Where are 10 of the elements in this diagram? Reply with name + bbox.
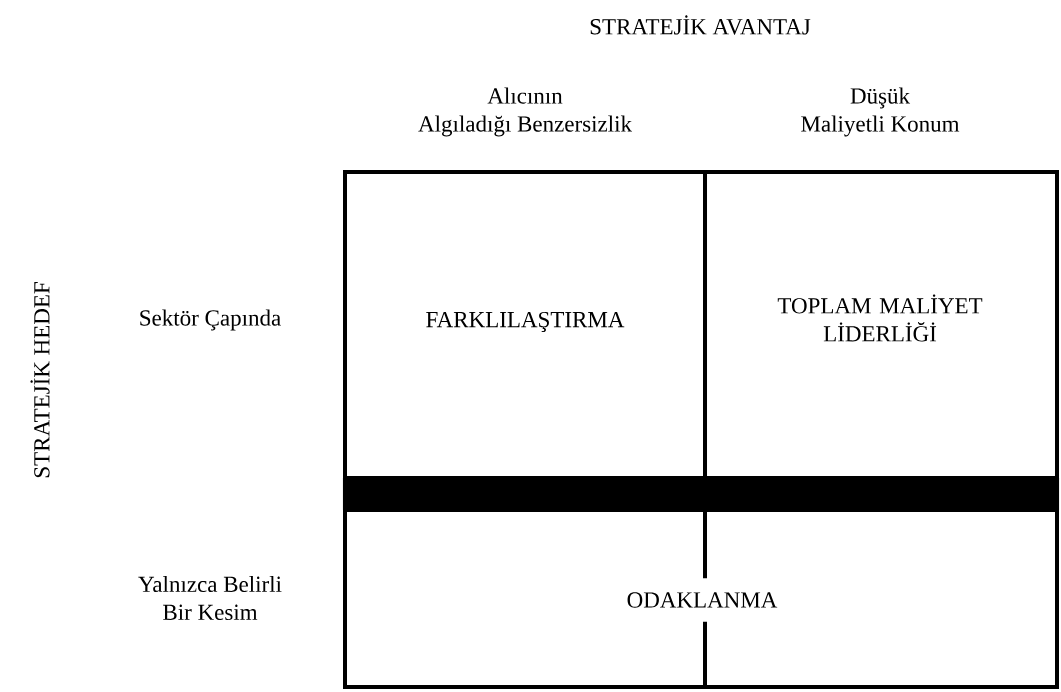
column-header: Düşük Maliyetli Konum	[801, 87, 960, 137]
row-header: Yalnızca Belirli Bir Kesim	[138, 575, 282, 621]
column-header: Alıcının Algıladığı Benzersizlik	[418, 87, 632, 137]
matrix-cell: TOPLAM MALİYET LİDERLİĞİ	[703, 170, 1059, 480]
matrix-cell: ODAKLANMA	[343, 508, 1059, 689]
axis-title: STRATEJİK AVANTAJ	[590, 15, 811, 35]
matrix-cell: FARKLILAŞTIRMA	[343, 170, 707, 480]
axis-title: STRATEJİK HEDEF	[30, 282, 50, 478]
band	[342, 477, 1060, 511]
row-header: Sektör Çapında	[140, 309, 281, 331]
